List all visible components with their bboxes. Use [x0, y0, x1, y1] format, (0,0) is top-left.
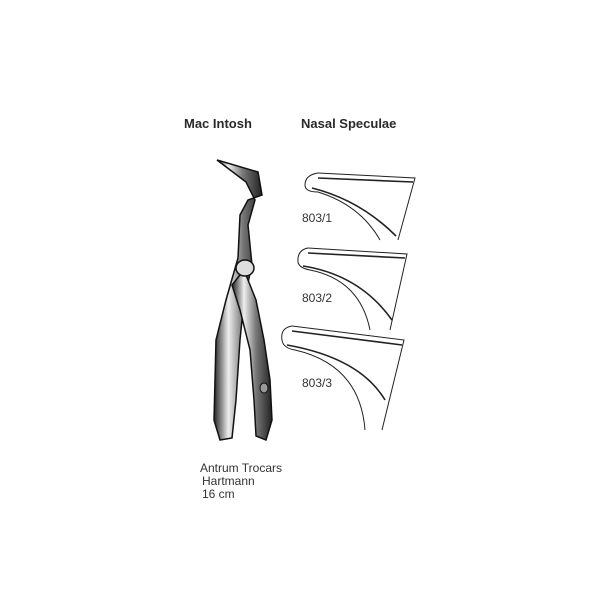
speculum-code-803-3: 803/3 — [302, 376, 333, 390]
speculum-803-3-image — [281, 325, 405, 431]
caption-maker: Hartmann — [202, 474, 255, 488]
product-caption: Antrum Trocars Hartmann 16 cm — [200, 462, 282, 501]
heading-nasal-speculae: Nasal Speculae — [301, 116, 397, 131]
speculum-code-803-1: 803/1 — [302, 211, 333, 225]
heading-mac-intosh: Mac Intosh — [184, 116, 252, 131]
speculum-code-803-2: 803/2 — [302, 291, 333, 305]
caption-product-name: Antrum Trocars — [200, 461, 283, 475]
speculum-803-1-image — [304, 172, 416, 241]
mac-intosh-speculum-image — [213, 159, 273, 442]
speculum-803-2-image — [297, 247, 408, 331]
caption-size: 16 cm — [202, 487, 235, 501]
